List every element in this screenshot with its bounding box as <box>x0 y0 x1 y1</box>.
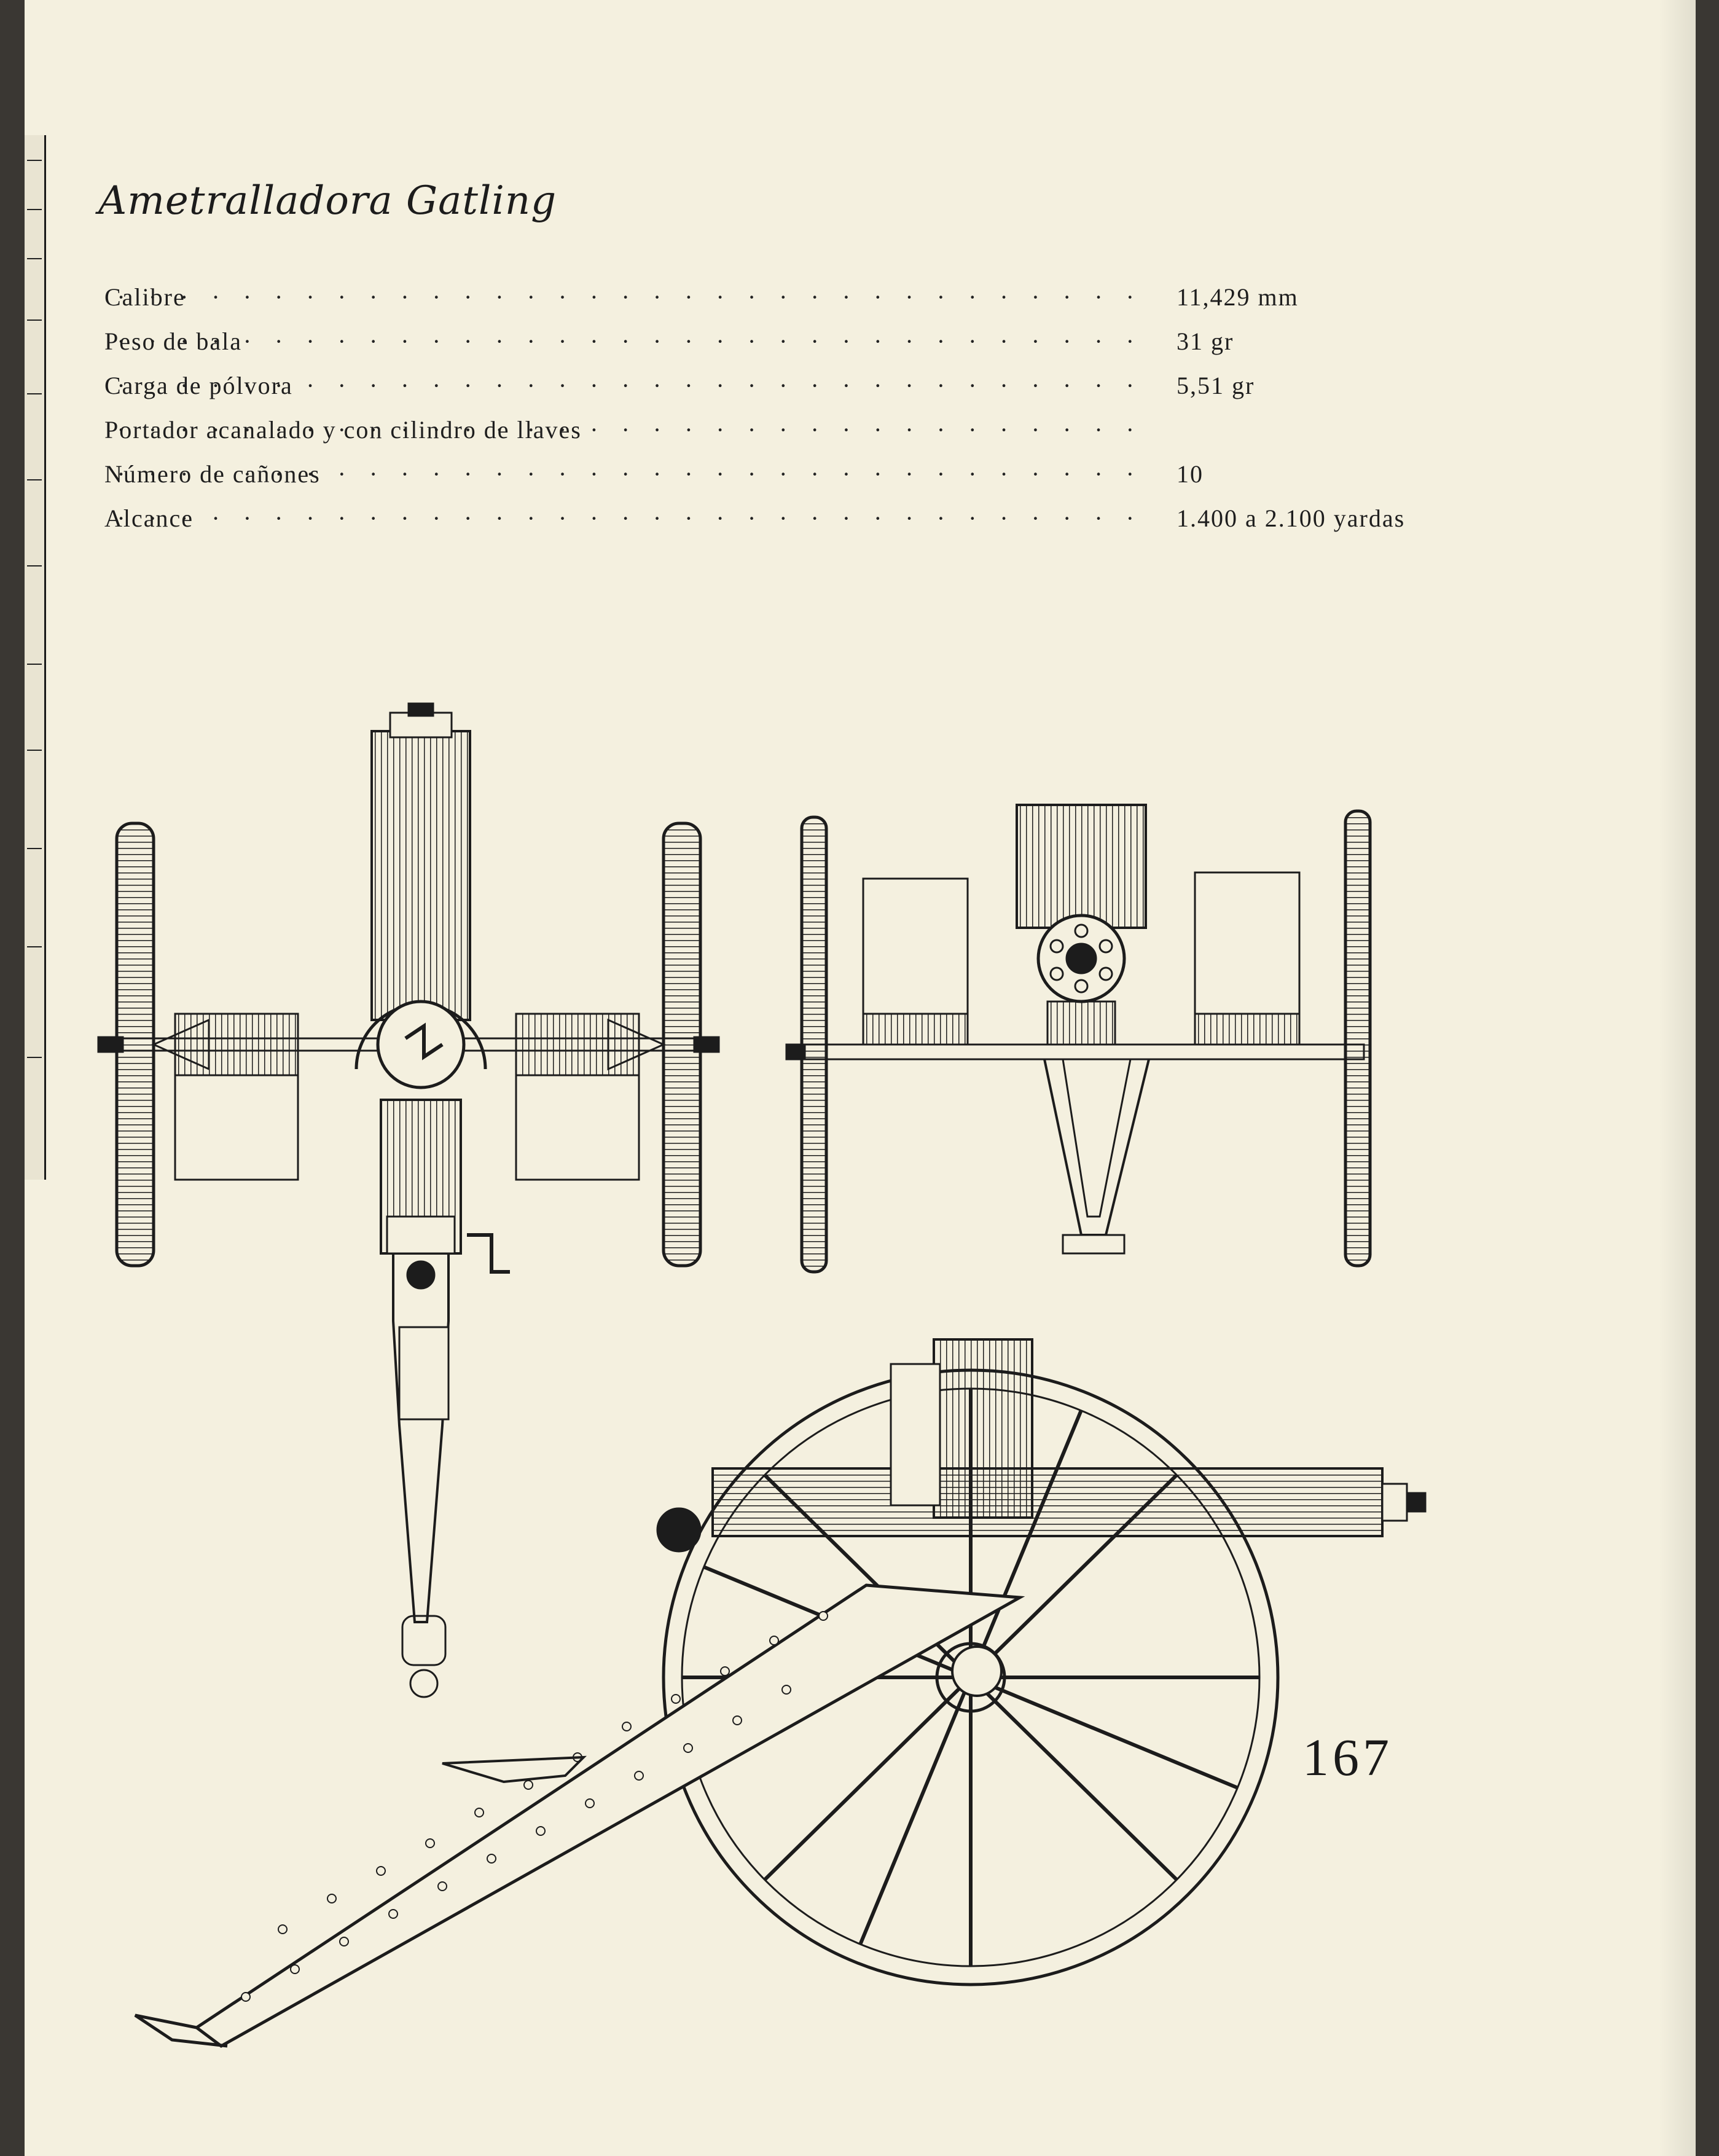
dot-leader <box>104 327 1143 371</box>
spec-label: Alcance <box>104 504 194 532</box>
adjacent-page-edge <box>25 135 46 1180</box>
spec-value: 5,51 gr <box>1177 372 1255 399</box>
spec-row-peso: Peso de bala 31 gr <box>104 327 1456 371</box>
spec-row-canones: Número de cañones 10 <box>104 460 1456 504</box>
top-view-drawing <box>97 702 720 1698</box>
dot-leader <box>104 504 1143 548</box>
front-view-drawing <box>785 804 1372 1274</box>
spec-value: 31 gr <box>1177 327 1234 355</box>
dot-leader <box>104 283 1143 327</box>
spec-value: 1.400 a 2.100 yardas <box>1177 504 1406 532</box>
dot-leader <box>104 460 1143 504</box>
spec-row-calibre: Calibre 11,429 mm <box>104 283 1456 327</box>
spec-label: Portador acanalado y con cilindro de lla… <box>104 416 582 444</box>
spec-row-carga: Carga de pólvora 5,51 gr <box>104 371 1456 415</box>
page-curl-shadow <box>1659 0 1696 2156</box>
dot-leader <box>104 415 1143 460</box>
spec-value: 11,429 mm <box>1177 283 1299 311</box>
spec-value: 10 <box>1177 460 1204 488</box>
spec-list: Calibre 11,429 mm Peso de bala 31 gr Car… <box>104 283 1456 548</box>
spec-label: Número de cañones <box>104 460 321 488</box>
spec-row-portador: Portador acanalado y con cilindro de lla… <box>104 415 1456 460</box>
page-number: 167 <box>1302 1728 1393 1787</box>
spec-label: Peso de bala <box>104 327 242 355</box>
technical-drawings <box>97 702 1427 2048</box>
dot-leader <box>104 371 1143 415</box>
spec-label: Calibre <box>104 283 186 311</box>
spec-row-alcance: Alcance 1.400 a 2.100 yardas <box>104 504 1456 548</box>
book-page: Ametralladora Gatling Calibre 11,429 mm … <box>25 0 1696 2156</box>
spec-label: Carga de pólvora <box>104 372 293 399</box>
page-heading: Ametralladora Gatling <box>98 178 557 224</box>
side-view-drawing <box>134 1338 1427 2048</box>
